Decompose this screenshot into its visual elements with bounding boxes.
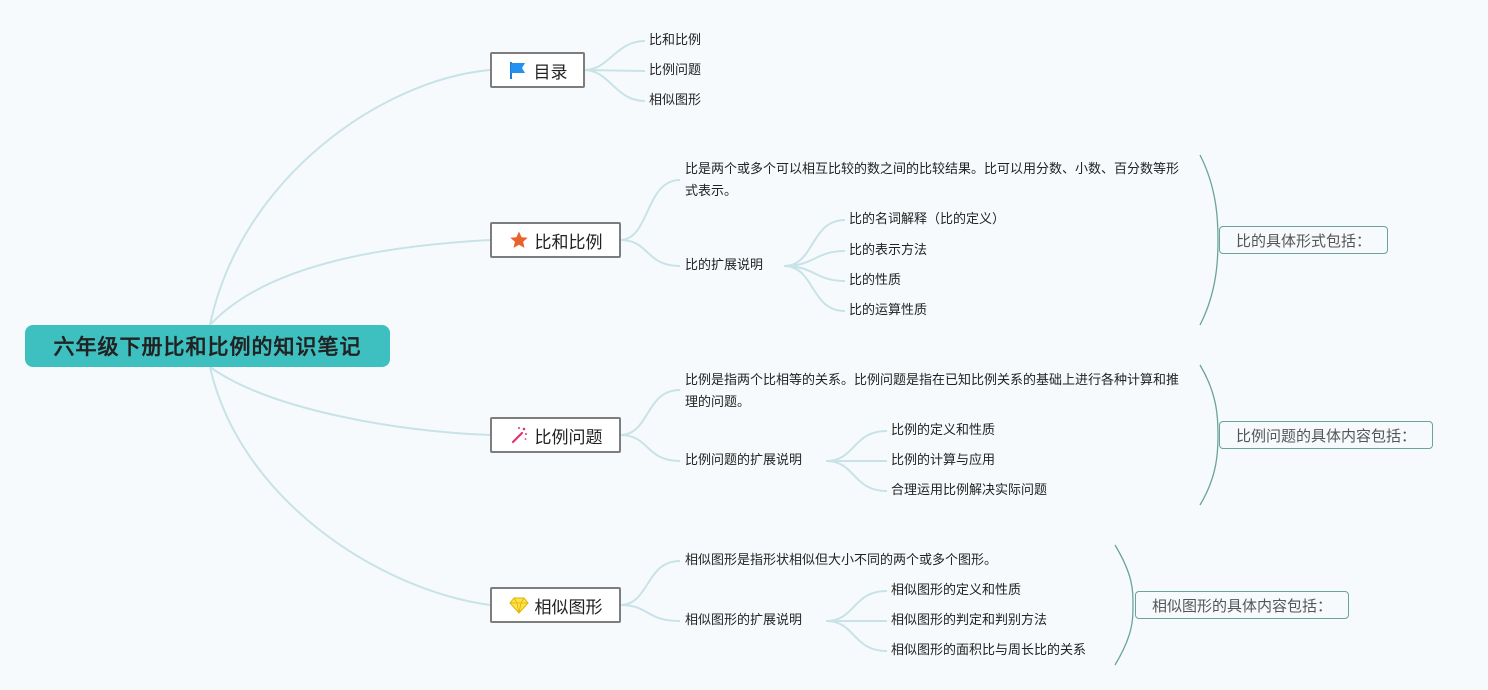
toc-item-ratio[interactable]: 比和比例: [649, 33, 702, 48]
blue-flag-icon: [508, 60, 528, 80]
similar-ext-item[interactable]: 相似图形的判定和判别方法: [891, 613, 1048, 628]
diamond-gem-icon: [508, 595, 529, 615]
summary-brace-ratio: [1199, 154, 1219, 326]
toc-item-similar[interactable]: 相似图形: [649, 93, 702, 108]
topic-toc-label: 目录: [533, 62, 568, 83]
topic-ratio-label: 比和比例: [534, 232, 603, 253]
proportion-summary-label: 比例问题的具体内容包括：: [1236, 426, 1417, 445]
proportion-extension-label[interactable]: 比例问题的扩展说明: [685, 453, 803, 468]
topic-similar[interactable]: 相似图形: [490, 587, 621, 623]
proportion-ext-item[interactable]: 比例的定义和性质: [891, 423, 996, 438]
ratio-ext-item[interactable]: 比的表示方法: [849, 243, 928, 258]
similar-summary[interactable]: 相似图形的具体内容包括：: [1135, 591, 1350, 619]
magic-wand-icon: [509, 425, 529, 445]
ratio-ext-item[interactable]: 比的性质: [849, 273, 902, 288]
proportion-ext-item[interactable]: 合理运用比例解决实际问题: [891, 483, 1048, 498]
similar-description[interactable]: 相似图形是指形状相似但大小不同的两个或多个图形。: [685, 553, 998, 568]
ratio-ext-item[interactable]: 比的运算性质: [849, 303, 928, 318]
topic-proportion-label: 比例问题: [534, 427, 603, 448]
proportion-summary[interactable]: 比例问题的具体内容包括：: [1219, 421, 1434, 449]
summary-brace-proportion: [1199, 364, 1219, 506]
similar-ext-item[interactable]: 相似图形的定义和性质: [891, 583, 1022, 598]
similar-extension-label[interactable]: 相似图形的扩展说明: [685, 613, 803, 628]
ratio-summary[interactable]: 比的具体形式包括：: [1219, 226, 1389, 254]
ratio-summary-label: 比的具体形式包括：: [1236, 231, 1372, 250]
edge-root-to-similar: [209, 366, 491, 606]
topic-similar-label: 相似图形: [534, 597, 603, 618]
similar-ext-item[interactable]: 相似图形的面积比与周长比的关系: [891, 643, 1087, 658]
orange-star-icon: [509, 230, 529, 250]
proportion-ext-item[interactable]: 比例的计算与应用: [891, 453, 996, 468]
proportion-description[interactable]: 比例是指两个比相等的关系。比例问题是指在已知比例关系的基础上进行各种计算和推理的…: [685, 373, 1180, 410]
ratio-ext-item[interactable]: 比的名词解释（比的定义）: [849, 212, 1006, 227]
topic-proportion[interactable]: 比例问题: [490, 417, 621, 453]
edge-root-to-toc: [209, 69, 491, 326]
summary-brace-similar: [1114, 544, 1134, 666]
ratio-description[interactable]: 比是两个或多个可以相互比较的数之间的比较结果。比可以用分数、小数、百分数等形式表…: [685, 162, 1180, 199]
toc-item-proportion[interactable]: 比例问题: [649, 63, 702, 78]
root-title: 六年级下册比和比例的知识笔记: [53, 335, 362, 359]
root-topic[interactable]: 六年级下册比和比例的知识笔记: [25, 325, 390, 367]
edge-root-to-proportion: [209, 366, 491, 436]
similar-summary-label: 相似图形的具体内容包括：: [1152, 596, 1333, 615]
topic-toc[interactable]: 目录: [490, 52, 585, 88]
edge-root-to-ratio: [209, 239, 491, 326]
ratio-extension-label[interactable]: 比的扩展说明: [685, 258, 764, 273]
topic-ratio[interactable]: 比和比例: [490, 222, 621, 258]
